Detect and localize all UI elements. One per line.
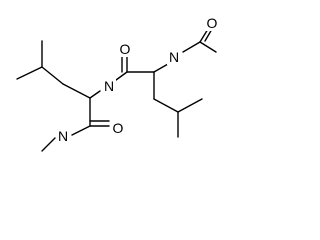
atom-label-background [102, 78, 116, 94]
bond-carbonyl-left-n [71, 125, 91, 136]
bond-side-chain-left-methyl-a [16, 66, 43, 80]
bond-side-chain-left-branch [41, 66, 64, 85]
atom-label-background [111, 120, 125, 136]
atom-label-o-acetyl: O [207, 15, 218, 31]
atom-label-group-n-right: N [167, 49, 181, 65]
bond-acetyl-n [182, 41, 201, 53]
bond-carbonyl-to-middle-n [115, 71, 128, 81]
atom-label-background [205, 15, 219, 31]
atom-label-background [56, 128, 70, 144]
atom-label-n-right: N [169, 49, 179, 65]
atom-label-group-o-right: O [118, 41, 132, 57]
atom-label-background [118, 41, 132, 57]
bond-middle-n-alpha-left [89, 90, 101, 99]
bond-left-n-methyl [41, 137, 56, 152]
atom-label-o-right: O [120, 41, 131, 57]
atom-label-group-n-left: N [56, 128, 70, 144]
chemical-structure-diagram: O N O N O N [16, 15, 219, 152]
bond-side-chain-right-methyl-b [177, 98, 203, 113]
atom-label-o-middle: O [113, 120, 124, 136]
bond-acetyl-methyl [199, 41, 217, 53]
atom-label-group-o-acetyl: O [205, 15, 219, 31]
bond-layer [16, 28, 217, 152]
atom-label-background [167, 49, 181, 65]
atom-label-group-o-middle: O [111, 120, 125, 136]
atom-label-n-middle: N [104, 78, 114, 94]
atom-label-layer: O N O N O N [56, 15, 219, 144]
bond-alpha-left-side-chain [62, 83, 91, 99]
atom-label-group-n-middle: N [102, 78, 116, 94]
bond-acetyl-carbonyl [199, 28, 209, 43]
bond-n-alpha-right [153, 63, 169, 73]
atom-label-n-left: N [58, 128, 68, 144]
bond-side-chain-right-branch [153, 98, 179, 113]
